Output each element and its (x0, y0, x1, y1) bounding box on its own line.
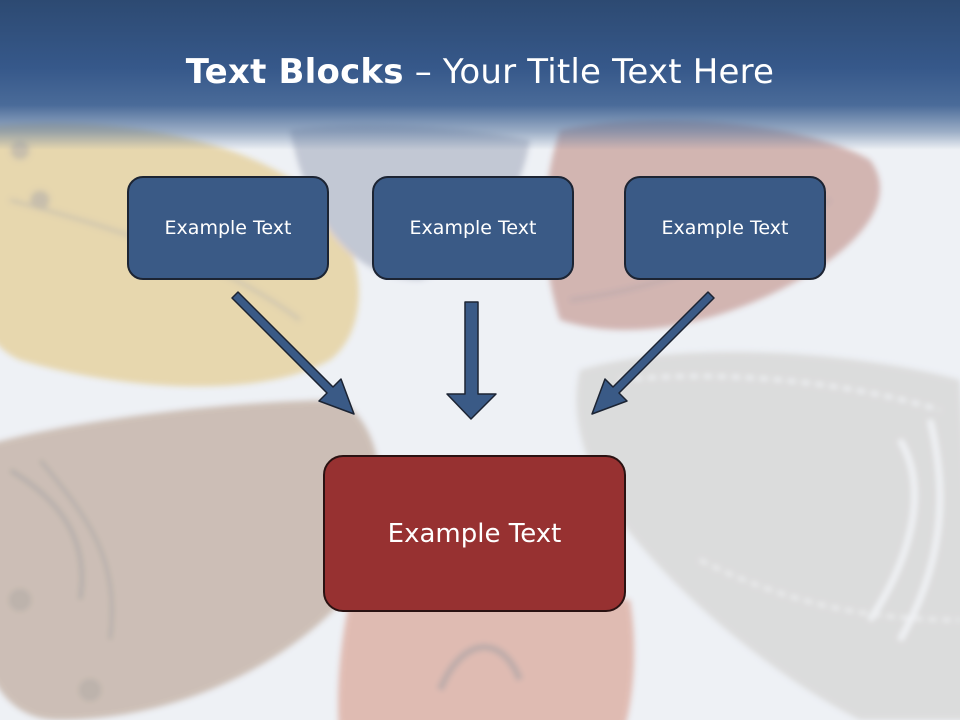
text-block-center-label: Example Text (409, 217, 537, 239)
text-block-left-label: Example Text (164, 217, 292, 239)
target-text-block-label: Example Text (387, 518, 562, 549)
title-rest: Your Title Text Here (442, 52, 775, 92)
title-bold: Text Blocks (185, 52, 404, 92)
title-dash: – (403, 52, 443, 92)
text-block-right-label: Example Text (661, 217, 789, 239)
target-text-block[interactable]: Example Text (323, 455, 626, 612)
title-bar (0, 0, 960, 150)
text-block-center[interactable]: Example Text (372, 176, 574, 280)
slide-title: Text Blocks – Your Title Text Here (0, 52, 960, 92)
text-block-right[interactable]: Example Text (624, 176, 826, 280)
text-block-left[interactable]: Example Text (127, 176, 329, 280)
